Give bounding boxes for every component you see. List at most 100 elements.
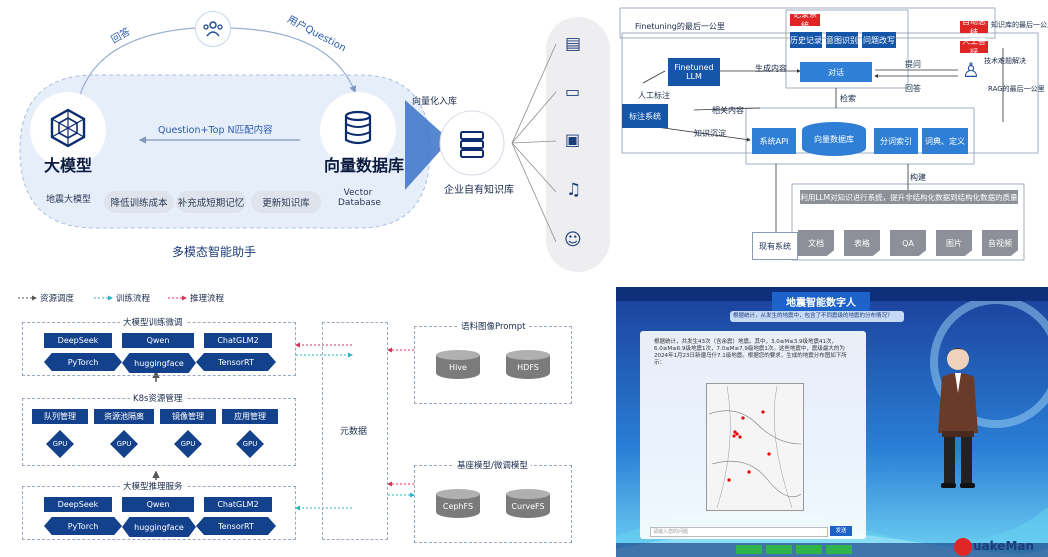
- vector-db-box: 向量数据库: [802, 122, 866, 156]
- infer-model-deepseek: DeepSeek: [44, 497, 112, 512]
- music-icon: ♫: [566, 180, 582, 200]
- answer-text: 根据统计，共发生43次（含余震）地震。其中，3.0≤M≤3.9级地震41次，6.…: [654, 339, 847, 366]
- panel1-connectors: [19, 17, 610, 272]
- dialog-box: 对话: [800, 62, 872, 82]
- infer-model-chatglm: ChatGLM2: [204, 497, 272, 512]
- training-title: 大模型训练微调: [120, 316, 186, 328]
- infer-model-qwen: Qwen: [122, 497, 194, 512]
- train-fw-huggingface: huggingface: [122, 353, 196, 373]
- gen-content-label: 生成内容: [755, 64, 787, 73]
- finetuned-llm-box: Finetuned LLM: [668, 58, 720, 86]
- map-drawing: [708, 385, 802, 509]
- user-group-icon: [195, 11, 231, 47]
- build-label: 构建: [910, 173, 926, 182]
- panel-digital-human: 地震智能数字人 根据统计，从发生的地震中，包含了不同震级的地震的分布情况？ 根据…: [616, 287, 1048, 557]
- logo-text: uakeMan: [973, 539, 1035, 553]
- people-icon: ☺: [564, 230, 582, 250]
- digital-human-avatar: [938, 348, 978, 488]
- toolbar-btn-4[interactable]: [826, 545, 852, 554]
- chat-input[interactable]: 请输入您的问题: [650, 527, 828, 537]
- legend-training: 训练流程: [116, 294, 151, 304]
- document-icon: ▤: [565, 34, 582, 54]
- train-model-chatglm: ChatGLM2: [204, 333, 272, 348]
- store-hdfs: HDFS: [506, 350, 550, 384]
- infer-fw-pytorch: PyTorch: [44, 517, 122, 535]
- auto-summary-tag: 自动总结: [960, 17, 988, 37]
- doc-images: 图片: [936, 230, 972, 256]
- system-api-box: 系统API: [752, 128, 796, 154]
- pill-update-kb: 更新知识库: [251, 191, 321, 213]
- brain-network-icon: [50, 108, 86, 148]
- inference-title: 大模型推理服务: [120, 480, 186, 492]
- k8s-queue: 队列管理: [32, 409, 88, 424]
- doc-qa: QA: [890, 230, 926, 256]
- k8s-image: 镜像管理: [160, 409, 216, 424]
- label-system-box: 标注系统: [622, 104, 668, 128]
- manual-label-text: 人工标注: [638, 91, 670, 100]
- retrieve-label: 检索: [840, 94, 856, 103]
- metadata-box: [322, 322, 388, 540]
- pill-short-memory: 补充成短期记忆: [176, 191, 246, 213]
- metadata-label: 元数据: [340, 427, 368, 437]
- question-bubble: 根据统计，从发生的地震中，包含了不同震级的地震的分布情况？: [730, 311, 904, 322]
- doc-documents: 文档: [798, 230, 834, 256]
- assistant-caption: 多模态智能助手: [172, 245, 257, 259]
- llm-subtitle: 地震大模型: [46, 195, 92, 205]
- lastmile-label: 知识库的最后一公里问答: [991, 21, 1048, 29]
- toolbar-btn-1[interactable]: [736, 545, 762, 554]
- knowledge-label: 知识沉淀: [694, 129, 726, 138]
- chat-window: 根据统计，共发生43次（含余震）地震。其中，3.0≤M≤3.9级地震41次，6.…: [640, 331, 866, 539]
- tech-loop-label: 技术难题解决: [984, 57, 1026, 65]
- legend-scheduling: 资源调度: [40, 294, 75, 304]
- tokenize-box: 分词索引: [874, 128, 918, 154]
- store-curvefs: CurveFS: [506, 489, 550, 523]
- related-label: 相关内容: [712, 106, 744, 115]
- model-store-title: 基座模型/微调模型: [454, 459, 531, 471]
- train-model-qwen: Qwen: [122, 333, 194, 348]
- ask-label: 提问: [905, 60, 921, 69]
- finetune-loop-label: Finetuning的最后一公里: [635, 22, 725, 31]
- vector-db-subtitle: Vector Database: [338, 188, 381, 208]
- infer-fw-tensorrt: TensorRT: [196, 517, 276, 535]
- vectorize-label: 向量化入库: [412, 97, 458, 107]
- toolbar-btn-2[interactable]: [766, 545, 792, 554]
- earthquake-map: [706, 383, 804, 511]
- qa-flow-label: Question+Top N匹配内容: [158, 125, 273, 136]
- pipeline-bar: 利用LLM对知识进行系统，提升非结构化数据到结构化数据的质量: [800, 190, 1018, 204]
- vector-db-title: 向量数据库: [324, 156, 405, 175]
- server-stack-icon: [460, 131, 484, 158]
- record-system-tag: 记录系统: [790, 10, 820, 30]
- store-hive: Hive: [436, 350, 480, 384]
- rag-loop-label: RAG的最后一公里: [988, 85, 1045, 93]
- train-fw-pytorch: PyTorch: [44, 353, 122, 371]
- database-icon: [344, 110, 372, 145]
- train-fw-tensorrt: TensorRT: [196, 353, 276, 371]
- doc-tables: 表格: [844, 230, 880, 256]
- answer-label-2: 回答: [905, 84, 921, 93]
- dictionary-box: 词典、定义: [922, 128, 968, 154]
- image-icon: ▣: [565, 130, 581, 149]
- send-button[interactable]: 发送: [830, 526, 852, 536]
- knowledge-base-label: 企业自有知识库: [444, 185, 514, 196]
- video-icon: ▭: [565, 82, 581, 101]
- pill-reduce-cost: 降低训练成本: [104, 191, 174, 213]
- user-icon: ♙: [962, 58, 980, 82]
- logo-mark: [954, 538, 972, 556]
- banner-title: 地震智能数字人: [772, 292, 870, 311]
- k8s-title: K8s资源管理: [130, 392, 186, 404]
- intent-box: 意图识别: [826, 32, 858, 48]
- existing-system-box: 现有系统: [752, 232, 798, 260]
- k8s-app: 应用管理: [222, 409, 278, 424]
- panel3-connectors: [18, 295, 415, 511]
- history-box: 历史记录: [790, 32, 822, 48]
- infer-fw-huggingface: huggingface: [122, 517, 196, 537]
- doc-media: 音视频: [982, 230, 1018, 256]
- train-model-deepseek: DeepSeek: [44, 333, 112, 348]
- legend-inference: 推理流程: [190, 294, 225, 304]
- k8s-pool: 资源池隔离: [94, 409, 154, 424]
- manual-review-tag: 人工答疑: [960, 37, 988, 57]
- corpus-title: 语料图像Prompt: [458, 320, 529, 332]
- toolbar-btn-3[interactable]: [796, 545, 822, 554]
- rewrite-box: 问题改写: [862, 32, 896, 48]
- llm-title: 大模型: [44, 156, 93, 175]
